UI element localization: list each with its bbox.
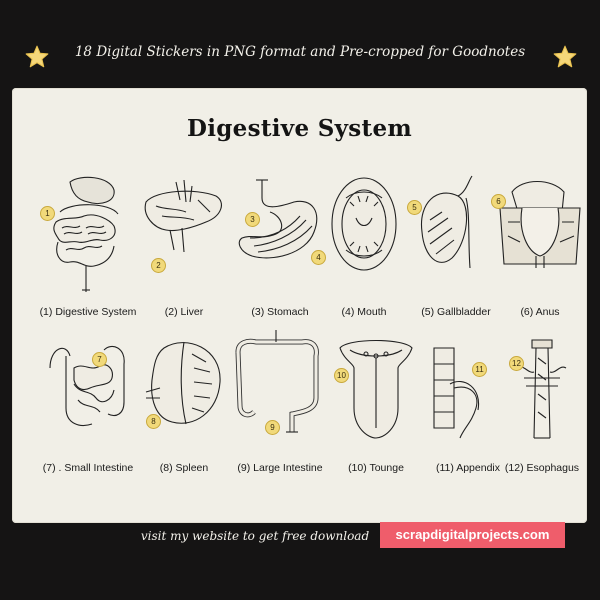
- sticker-appendix[interactable]: 11 (11) Appendix: [420, 328, 516, 478]
- sticker-stomach[interactable]: 3 (3) Stomach: [232, 172, 328, 322]
- sticker-esophagus[interactable]: 12 (12) Esophagus: [494, 328, 590, 478]
- sticker-number-badge: 9: [265, 420, 280, 435]
- esophagus-illustration: [517, 339, 567, 439]
- sticker-label: (6) Anus: [520, 306, 560, 318]
- sticker-number-badge: 7: [92, 352, 107, 367]
- sticker-tounge[interactable]: 10 (10) Tounge: [328, 328, 424, 478]
- large-intestine-illustration: [235, 330, 319, 433]
- star-icon: [25, 45, 49, 68]
- small-intestine-illustration: [49, 346, 125, 426]
- sticker-mouth[interactable]: 4 (4) Mouth: [311, 172, 412, 322]
- sticker-number-badge: 1: [40, 206, 55, 221]
- sticker-number-badge: 5: [407, 200, 422, 215]
- sticker-number-badge: 8: [146, 414, 161, 429]
- sticker-label: (7) . Small Intestine: [42, 462, 134, 474]
- sticker-number-badge: 2: [151, 258, 166, 273]
- sticker-label: (2) Liver: [164, 306, 204, 318]
- sticker-label: (8) Spleen: [159, 462, 209, 474]
- sticker-label: (10) Tounge: [348, 462, 404, 474]
- mouth-illustration: [331, 177, 397, 271]
- sticker-small-intestine[interactable]: 7 (7) . Small Intestine: [40, 328, 136, 478]
- sticker-number-badge: 4: [311, 250, 326, 265]
- website-link-button[interactable]: scrapdigitalprojects.com: [380, 522, 565, 548]
- appendix-illustration: [433, 347, 480, 439]
- sticker-number-badge: 10: [334, 368, 349, 383]
- liver-illustration: [144, 179, 222, 253]
- sheet-title: Digestive System: [186, 115, 413, 142]
- sticker-number-badge: 12: [509, 356, 524, 371]
- sticker-spleen[interactable]: 8 (8) Spleen: [136, 328, 232, 478]
- digestive-system-illustration: [53, 176, 119, 292]
- anus-illustration: [499, 181, 581, 268]
- footer-text: visit my website to get free download: [140, 529, 370, 543]
- sticker-large-intestine[interactable]: 9 (9) Large Intestine: [232, 328, 328, 478]
- sticker-digestive-system[interactable]: 1 (1) Digestive System: [40, 172, 136, 322]
- sticker-label: (5) Gallbladder: [421, 306, 491, 318]
- sticker-label: (9) Large Intestine: [237, 462, 323, 474]
- sticker-label: (4) Mouth: [341, 306, 387, 318]
- banner-text: 18 Digital Stickers in PNG format and Pr…: [74, 44, 526, 60]
- sticker-label: (12) Esophagus: [504, 462, 580, 474]
- gallbladder-illustration: [420, 175, 473, 269]
- sticker-label: (3) Stomach: [251, 306, 309, 318]
- sticker-label: (1) Digestive System: [39, 306, 137, 318]
- sticker-sheet: Digestive System 1 (1) Digestive System: [12, 88, 587, 523]
- tongue-illustration: [339, 339, 413, 439]
- sticker-label: (11) Appendix: [435, 462, 500, 474]
- stomach-illustration: [238, 179, 318, 259]
- sticker-number-badge: 3: [245, 212, 260, 227]
- sticker-number-badge: 11: [472, 362, 487, 377]
- star-icon: [553, 45, 577, 68]
- sticker-anus[interactable]: 6 (6) Anus: [491, 172, 588, 322]
- sticker-gallbladder[interactable]: 5 (5) Gallbladder: [407, 172, 504, 322]
- sticker-liver[interactable]: 2 (2) Liver: [136, 172, 232, 322]
- sticker-number-badge: 6: [491, 194, 506, 209]
- spleen-illustration: [145, 341, 221, 425]
